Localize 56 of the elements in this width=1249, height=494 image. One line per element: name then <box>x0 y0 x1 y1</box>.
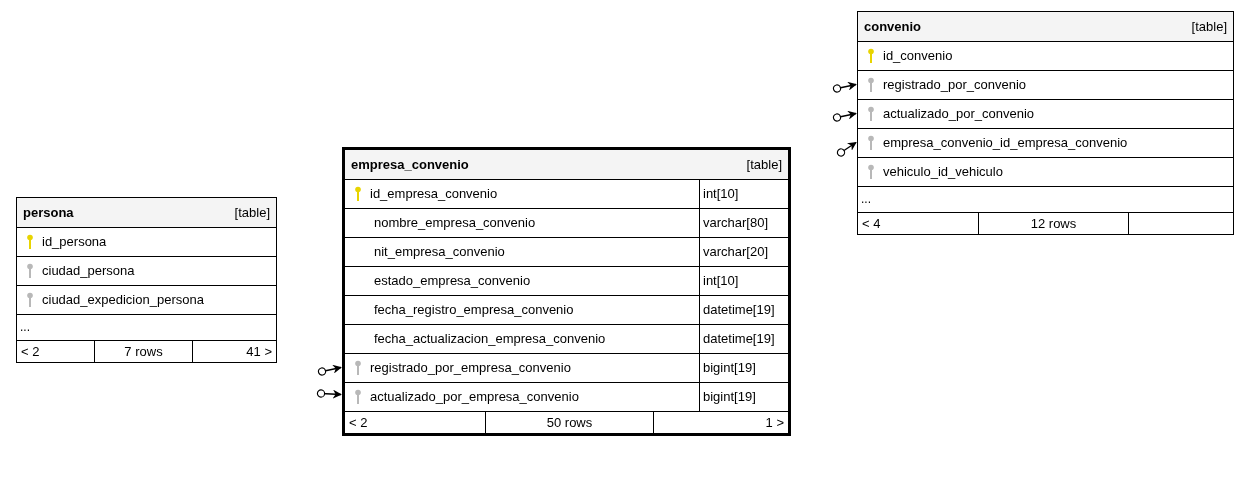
column-type: datetime[19] <box>703 301 775 320</box>
column-name: nit_empresa_convenio <box>374 243 505 262</box>
connector-stub <box>836 141 857 157</box>
connector-stub <box>832 81 857 93</box>
column-name: id_convenio <box>883 47 953 66</box>
table-row <box>345 179 788 208</box>
table-row <box>345 353 788 382</box>
column-name: registrado_por_convenio <box>883 76 1027 95</box>
column-type: int[10] <box>703 185 739 204</box>
more-rows-indicator: ... <box>17 314 276 340</box>
table-row <box>345 382 788 411</box>
column-name: ciudad_persona <box>42 262 135 281</box>
column-name: nombre_empresa_convenio <box>374 214 536 233</box>
table-row <box>345 295 788 324</box>
column-name: id_persona <box>42 233 107 252</box>
table-type-label: [table] <box>746 155 782 174</box>
table-name: convenio <box>864 17 922 36</box>
table-row <box>345 208 788 237</box>
table-name: persona <box>23 203 74 222</box>
more-rows-indicator: ... <box>858 186 1233 212</box>
footer-cell: 50 rows <box>485 412 653 433</box>
connector-stub <box>316 389 342 399</box>
connector-stub <box>317 364 342 376</box>
column-name: fecha_actualizacion_empresa_convenio <box>374 330 606 349</box>
footer-cell: 1 > <box>653 412 788 433</box>
footer-cell: < 2 <box>17 341 94 362</box>
footer-cell: 7 rows <box>94 341 192 362</box>
column-type: bigint[19] <box>703 359 756 378</box>
column-type: int[10] <box>703 272 739 291</box>
column-type: varchar[80] <box>703 214 769 233</box>
table-box <box>342 147 791 436</box>
footer-cell: 12 rows <box>978 213 1128 234</box>
footer-cell: 41 > <box>192 341 276 362</box>
column-name: empresa_convenio_id_empresa_convenio <box>883 134 1128 153</box>
connector-stub <box>832 110 857 122</box>
footer-cell: < 2 <box>345 412 485 433</box>
column-type: bigint[19] <box>703 388 756 407</box>
column-name: actualizado_por_convenio <box>883 105 1035 124</box>
table-row <box>345 266 788 295</box>
column-name: ciudad_expedicion_persona <box>42 291 204 310</box>
column-type: datetime[19] <box>703 330 775 349</box>
column-name: registrado_por_empresa_convenio <box>370 359 571 378</box>
table-box <box>857 11 1234 235</box>
column-name: actualizado_por_empresa_convenio <box>370 388 579 407</box>
column-name: fecha_registro_empresa_convenio <box>374 301 574 320</box>
column-name: vehiculo_id_vehiculo <box>883 163 1003 182</box>
table-type-label: [table] <box>234 203 270 222</box>
column-type: varchar[20] <box>703 243 769 262</box>
table-type-label: [table] <box>1191 17 1227 36</box>
table-row <box>345 237 788 266</box>
column-name: id_empresa_convenio <box>370 185 498 204</box>
table-name: empresa_convenio <box>351 155 469 174</box>
column-name: estado_empresa_convenio <box>374 272 531 291</box>
table-box <box>16 197 277 363</box>
table-row <box>345 324 788 353</box>
footer-cell: < 4 <box>858 213 978 234</box>
